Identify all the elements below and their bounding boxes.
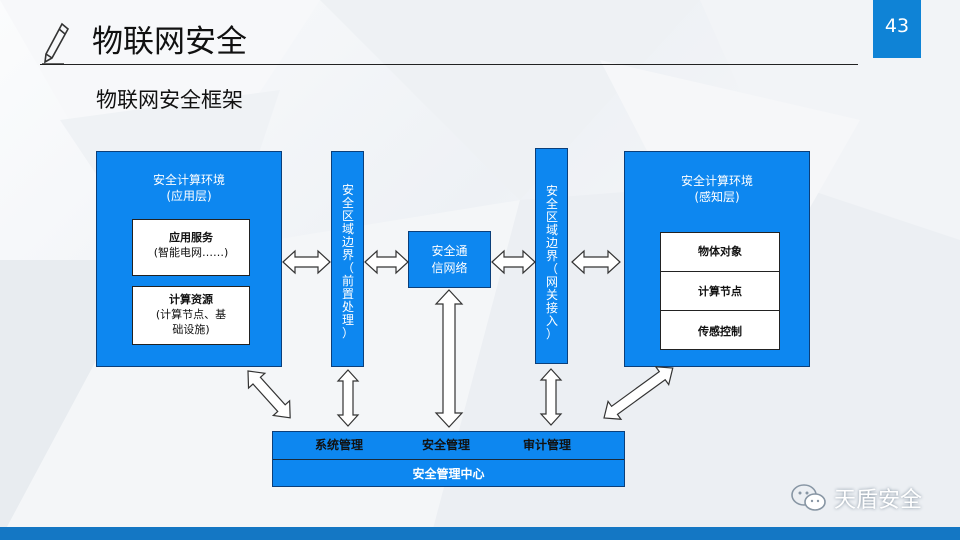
- boundary-right-char: 安: [545, 184, 558, 198]
- perception-item-node: 计算节点: [698, 285, 742, 298]
- watermark-text: 天盾安全: [834, 488, 923, 513]
- arrow-network-boundary: [491, 249, 536, 275]
- boundary-right-char: （: [545, 262, 558, 276]
- boundary-left-char: （: [341, 261, 354, 275]
- boundary-right-char: 区: [545, 210, 558, 224]
- title-divider: [40, 64, 858, 65]
- mgmt-center-label: 安全管理中心: [412, 467, 485, 481]
- app-service-card: 应用服务 (智能电网……): [132, 219, 250, 276]
- boundary-left-label: 安全区域边界（前置处理）: [341, 184, 355, 340]
- mgmt-system: 系统管理: [315, 438, 364, 452]
- page-number-badge: 43: [873, 0, 921, 58]
- boundary-right-box: 安全区域边界（网关接入）: [535, 148, 568, 364]
- boundary-left-box: 安全区域边界（前置处理）: [331, 151, 364, 367]
- network-box: 安全通 信网络: [408, 231, 491, 288]
- mgmt-audit: 审计管理: [523, 438, 572, 452]
- mgmt-security: 安全管理: [422, 438, 471, 452]
- wechat-icon: [791, 484, 826, 511]
- boundary-right-char: 网: [545, 275, 558, 289]
- arrow-boundary-network: [364, 249, 409, 275]
- network-label-2: 信网络: [431, 261, 468, 275]
- boundary-left-char: 置: [341, 287, 354, 301]
- boundary-right-char: 入: [545, 314, 558, 328]
- compute-resource-sub1: (计算节点、基: [155, 308, 227, 321]
- arrow-app-mgmt: [247, 370, 291, 419]
- app-service-sub: (智能电网……): [153, 246, 229, 259]
- perception-layer-box: 安全计算环境 (感知层) 物体对象 计算节点 传感控制: [624, 151, 810, 367]
- boundary-left-char: 区: [341, 209, 354, 223]
- arrow-left-boundary-mgmt: [336, 369, 360, 427]
- bottom-bar: [0, 527, 960, 540]
- boundary-left-char: 界: [341, 248, 354, 262]
- compute-resource-title: 计算资源: [169, 293, 213, 306]
- security-management-center: 系统管理 安全管理 审计管理 安全管理中心: [272, 431, 625, 487]
- app-layer-title-1: 安全计算环境: [152, 173, 225, 187]
- app-layer-title-2: (应用层): [166, 189, 212, 203]
- page-title: 物联网安全: [92, 24, 247, 60]
- boundary-left-char: ）: [341, 326, 354, 340]
- perception-title-1: 安全计算环境: [680, 174, 753, 188]
- watermark: 天盾安全: [790, 482, 922, 514]
- boundary-right-char: 全: [545, 197, 558, 211]
- perception-items-card: 物体对象 计算节点 传感控制: [660, 232, 780, 350]
- arrow-right-boundary-mgmt: [539, 368, 563, 426]
- boundary-left-char: 安: [341, 183, 354, 197]
- boundary-right-char: 边: [545, 236, 558, 250]
- boundary-right-char: ）: [545, 327, 558, 341]
- boundary-left-char: 域: [341, 222, 354, 236]
- boundary-left-char: 理: [341, 313, 354, 327]
- compute-resource-card: 计算资源 (计算节点、基 础设施): [132, 286, 250, 345]
- perception-item-object: 物体对象: [698, 245, 742, 258]
- perception-item-sensor: 传感控制: [698, 325, 742, 338]
- boundary-left-char: 处: [341, 300, 354, 314]
- network-label-1: 安全通: [431, 244, 468, 258]
- boundary-right-char: 关: [545, 288, 558, 302]
- boundary-left-char: 边: [341, 235, 354, 249]
- arrow-perception-mgmt: [603, 366, 674, 420]
- arrow-app-boundary: [282, 249, 331, 275]
- arrow-network-mgmt: [434, 289, 464, 428]
- boundary-right-char: 界: [545, 249, 558, 263]
- boundary-left-char: 前: [341, 274, 354, 288]
- section-subtitle: 物联网安全框架: [96, 88, 243, 112]
- app-layer-box: 安全计算环境 (应用层) 应用服务 (智能电网……) 计算资源 (计算节点、基 …: [96, 151, 282, 367]
- mgmt-divider: [273, 459, 624, 460]
- perception-title-2: (感知层): [694, 190, 740, 204]
- boundary-right-char: 接: [545, 301, 558, 315]
- app-service-title: 应用服务: [169, 231, 213, 244]
- boundary-left-char: 全: [341, 196, 354, 210]
- boundary-right-char: 域: [545, 223, 558, 237]
- boundary-right-label: 安全区域边界（网关接入）: [545, 185, 559, 341]
- compute-resource-sub2: 础设施): [172, 323, 210, 336]
- arrow-boundary-perception: [571, 249, 621, 275]
